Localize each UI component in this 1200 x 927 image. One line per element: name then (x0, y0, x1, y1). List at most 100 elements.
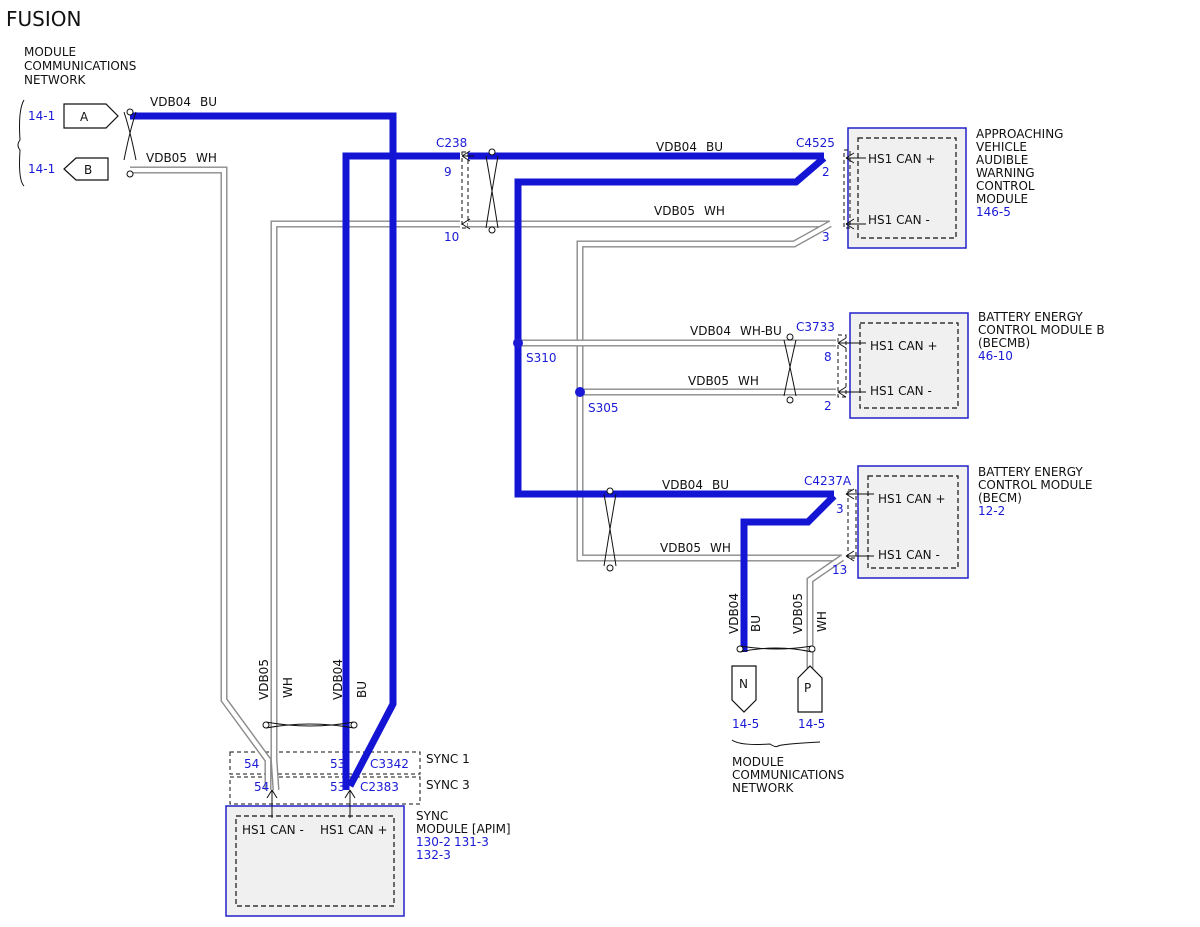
wire-color-wh-bottom: WH (815, 611, 829, 632)
wire-label-vdb04-c4237a: VDB04 (662, 478, 703, 492)
pin-c3342-53: 53 (330, 757, 345, 771)
wire-label-vdb04-sync: VDB04 (331, 659, 345, 700)
svg-text:APPROACHING: APPROACHING (976, 127, 1063, 141)
bu-wire-c4525-to-c4237a (514, 155, 834, 498)
pin-c4525-2: 2 (822, 165, 830, 179)
svg-text:SYNC: SYNC (416, 809, 448, 823)
svg-text:AUDIBLE: AUDIBLE (976, 153, 1028, 167)
sync1-label: SYNC 1 (426, 752, 470, 766)
connector-b (63, 157, 109, 181)
becm-ref[interactable]: 12-2 (978, 504, 1005, 518)
sync3-connector-outline (229, 776, 421, 805)
pin-c238-10: 10 (444, 230, 459, 244)
svg-text:(BECMB): (BECMB) (978, 336, 1030, 350)
sync-pin-hs1-can-plus: HS1 CAN + (320, 823, 388, 837)
network-label-top-3: NETWORK (24, 73, 87, 87)
wh-wire-c4525-to-s305 (576, 220, 842, 562)
becm-pin-hs1-can-minus: HS1 CAN - (878, 548, 940, 562)
sync-module-name: SYNC MODULE [APIM] (416, 809, 511, 836)
becm-pin-hs1-can-plus: HS1 CAN + (878, 492, 946, 506)
splice-s310 (513, 338, 523, 348)
connector-p (797, 665, 823, 713)
wire-label-vdb04-bottom: VDB04 (727, 593, 741, 634)
wh-wire-sync-to-c238 (270, 220, 460, 791)
wire-label-vdb05-c3733: VDB05 (688, 374, 729, 388)
svg-text:CONTROL MODULE B: CONTROL MODULE B (978, 323, 1105, 337)
wh-wire-sync-to-b (130, 166, 272, 790)
svg-text:MODULE [APIM]: MODULE [APIM] (416, 822, 511, 836)
pin-c2383-54: 54 (254, 780, 269, 794)
wire-color-wh-c3733: WH (738, 374, 759, 388)
connector-a-label: A (80, 110, 89, 124)
sync-ref-132-3[interactable]: 132-3 (416, 848, 451, 862)
splice-s310-label: S310 (526, 351, 557, 365)
becmb-pin-hs1-can-minus: HS1 CAN - (870, 384, 932, 398)
wh-wire-c4237a-to-p (806, 555, 844, 668)
network-label-bottom-2: COMMUNICATIONS (732, 768, 844, 782)
wire-label-vdb04-c4525: VDB04 (656, 140, 697, 154)
twisted-pair-marker-c4237a (603, 487, 617, 572)
sync1-connector-outline (229, 751, 421, 775)
connector-a (63, 103, 119, 129)
wire-color-whbu-c3733: WH-BU (740, 324, 782, 338)
twisted-pair-marker-c238 (485, 148, 499, 234)
splice-s305 (575, 387, 585, 397)
sync-pin-hs1-can-minus: HS1 CAN - (242, 823, 304, 837)
becm-module-name: BATTERY ENERGY CONTROL MODULE (BECM) (978, 465, 1093, 505)
network-brace-bottom (731, 739, 821, 748)
c3733-outline (837, 334, 847, 398)
svg-text:MODULE: MODULE (976, 192, 1028, 206)
pin-c3733-8: 8 (824, 350, 832, 364)
pin-c3342-54: 54 (244, 757, 259, 771)
becmb-pin-hs1-can-plus: HS1 CAN + (870, 339, 938, 353)
sync3-label: SYNC 3 (426, 778, 470, 792)
c4237a-outline (847, 489, 857, 559)
sync-ref-131-3[interactable]: 131-3 (454, 835, 489, 849)
pin-c238-9: 9 (444, 165, 452, 179)
wire-color-bu-c4525: BU (706, 140, 723, 154)
connector-b-label: B (84, 163, 92, 177)
svg-text:WARNING: WARNING (976, 166, 1035, 180)
wire-label-vdb04-c3733: VDB04 (690, 324, 731, 338)
wire-color-wh-c4525: WH (704, 204, 725, 218)
pin-c4237a-13: 13 (832, 563, 847, 577)
bu-wire-sync3-to-c238 (342, 152, 460, 790)
ref-14-1-a[interactable]: 14-1 (28, 109, 55, 123)
connector-c3733: C3733 (796, 320, 835, 334)
avas-module-name: APPROACHING VEHICLE AUDIBLE WARNING CONT… (976, 127, 1063, 206)
wire-color-bu-bottom: BU (749, 615, 763, 632)
twisted-pair-marker-sync (262, 721, 358, 729)
connector-n-label: N (739, 677, 748, 691)
sync-ref-130-2[interactable]: 130-2 (416, 835, 451, 849)
pin-c2383-53: 53 (330, 780, 345, 794)
ref-14-5-p[interactable]: 14-5 (798, 717, 825, 731)
becmb-module-name: BATTERY ENERGY CONTROL MODULE B (BECMB) (978, 310, 1105, 350)
becmb-ref[interactable]: 46-10 (978, 349, 1013, 363)
wire-label-vdb05-top: VDB05 (146, 151, 187, 165)
bu-wire-c4237a-to-n (740, 493, 837, 652)
avas-module (847, 127, 967, 249)
twisted-pair-marker-c3733 (783, 333, 797, 404)
network-label-top-2: COMMUNICATIONS (24, 59, 136, 73)
sync-module (225, 805, 405, 917)
avas-ref[interactable]: 146-5 (976, 205, 1011, 219)
svg-text:VEHICLE: VEHICLE (976, 140, 1027, 154)
connector-arrows (266, 150, 874, 818)
bu-wire-a-to-sync1 (130, 112, 397, 788)
network-label-bottom-1: MODULE (732, 755, 784, 769)
network-brace-top (17, 99, 25, 187)
network-label-top-1: MODULE (24, 45, 76, 59)
connector-n (731, 665, 757, 713)
wire-label-vdb05-sync: VDB05 (257, 659, 271, 700)
network-label-bottom-3: NETWORK (732, 781, 795, 795)
wire-color-bu-top: BU (200, 95, 217, 109)
diagram-title: FUSION (6, 7, 81, 31)
connector-c3342: C3342 (370, 757, 409, 771)
twisted-pair-marker-bottom (736, 645, 816, 653)
svg-text:CONTROL MODULE: CONTROL MODULE (978, 478, 1093, 492)
ref-14-1-b[interactable]: 14-1 (28, 162, 55, 176)
ref-14-5-n[interactable]: 14-5 (732, 717, 759, 731)
svg-text:CONTROL: CONTROL (976, 179, 1035, 193)
svg-text:BATTERY ENERGY: BATTERY ENERGY (978, 465, 1083, 479)
